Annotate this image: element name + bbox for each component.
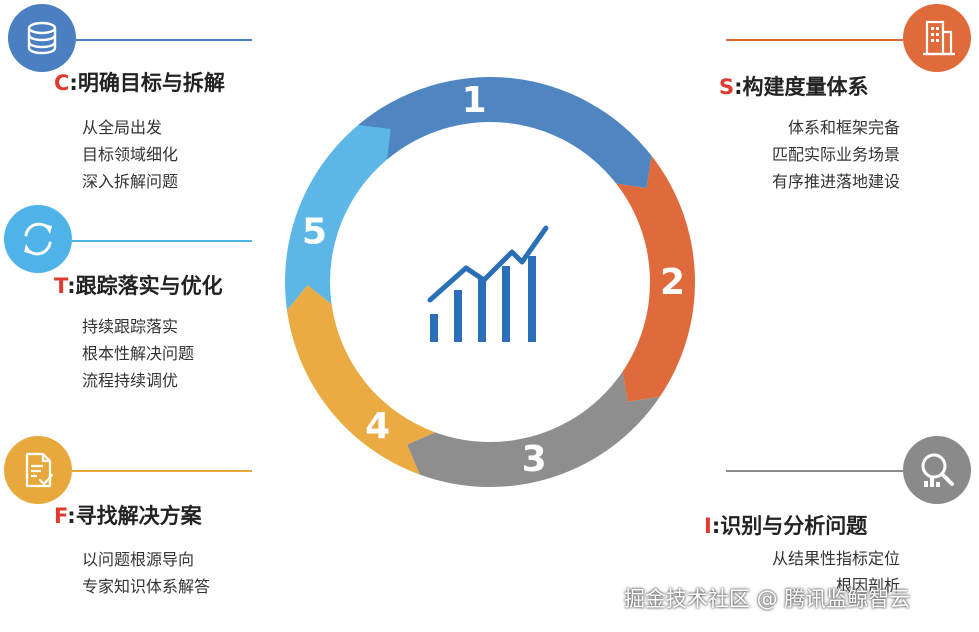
- step-f-item: 以问题根源导向: [82, 550, 195, 569]
- step-i-separator: :: [711, 514, 721, 538]
- step-f-title: F:寻找解决方案: [54, 500, 202, 530]
- step-c-letter: C: [54, 71, 70, 95]
- watermark: 掘金技术社区 @ 腾讯监鲸智云: [624, 587, 911, 611]
- step-s-title-text: 构建度量体系: [742, 75, 869, 99]
- step-s-title: S:构建度量体系: [719, 71, 869, 101]
- step-s-letter: S: [719, 75, 735, 99]
- center-chart-bar: [502, 266, 510, 342]
- step-c-item: 深入拆解问题: [82, 172, 179, 191]
- step-c-item: 从全局出发: [82, 118, 163, 137]
- growth-chart-icon: [427, 225, 549, 342]
- step-f-item: 专家知识体系解答: [82, 577, 211, 596]
- ring-number-5: 5: [302, 212, 327, 253]
- ring-segments: [285, 77, 695, 487]
- center-chart-bar: [528, 256, 536, 342]
- step-i-letter: I: [704, 514, 712, 538]
- step-s-item: 有序推进落地建设: [771, 172, 900, 191]
- step-c-separator: :: [69, 71, 78, 95]
- step-c-title-text: 明确目标与拆解: [77, 71, 225, 95]
- center-chart-bar: [430, 314, 438, 342]
- step-i-title-text: 识别与分析问题: [720, 514, 868, 538]
- ring-segment-2: [616, 155, 695, 402]
- step-i-list: 从结果性指标定位 根因剖析: [772, 545, 900, 599]
- center-chart-bar: [478, 278, 486, 342]
- step-c-item: 目标领域细化: [82, 145, 179, 164]
- step-t-separator: :: [67, 274, 76, 298]
- step-t-icon-circle: [4, 205, 72, 273]
- step-c-title: C:明确目标与拆解: [54, 67, 225, 97]
- step-t-letter: T: [54, 274, 68, 298]
- ring-labels: 1 2 3 4 5: [302, 80, 685, 480]
- step-i-icon-circle: [903, 436, 971, 504]
- step-f-icon-circle: [4, 436, 72, 504]
- step-f-letter: F: [54, 504, 68, 528]
- ring-number-4: 4: [365, 406, 390, 447]
- step-f-separator: :: [67, 504, 76, 528]
- document-check-icon: [25, 452, 54, 488]
- step-i-title: I:识别与分析问题: [704, 510, 867, 540]
- step-c-icon-circle: [8, 4, 76, 72]
- ring-number-1: 1: [462, 80, 487, 121]
- step-f-title-text: 寻找解决方案: [75, 504, 202, 528]
- step-i-divider: [726, 470, 903, 472]
- step-c-divider: [76, 39, 252, 41]
- step-t-item: 根本性解决问题: [82, 344, 195, 363]
- step-f-list: 以问题根源导向 专家知识体系解答: [82, 546, 210, 600]
- step-s-icon-circle: [903, 4, 971, 72]
- step-s-list: 体系和框架完备 匹配实际业务场景 有序推进落地建设: [772, 114, 900, 195]
- refresh-icon: [24, 222, 52, 256]
- step-f-divider: [72, 470, 252, 472]
- magnifier-chart-icon: [921, 453, 954, 487]
- step-s-divider: [726, 39, 903, 41]
- step-t-divider: [72, 240, 252, 242]
- step-c-list: 从全局出发 目标领域细化 深入拆解问题: [82, 114, 178, 195]
- step-s-separator: :: [734, 75, 743, 99]
- step-i-item: 根因剖析: [835, 576, 900, 595]
- step-t-title-text: 跟踪落实与优化: [75, 274, 223, 298]
- step-s-item: 体系和框架完备: [787, 118, 900, 137]
- step-t-item: 流程持续调优: [82, 371, 179, 390]
- ring-number-3: 3: [522, 439, 547, 480]
- ring-number-2: 2: [660, 262, 685, 303]
- database-icon: [27, 21, 57, 55]
- step-s-item: 匹配实际业务场景: [771, 145, 900, 164]
- ring-segment-5: [285, 104, 419, 311]
- step-t-title: T:跟踪落实与优化: [54, 270, 223, 300]
- step-t-list: 持续跟踪落实 根本性解决问题 流程持续调优: [82, 313, 194, 394]
- step-t-item: 持续跟踪落实: [82, 317, 179, 336]
- building-icon: [923, 20, 955, 56]
- ring-segment-1: [358, 77, 652, 189]
- ring-segment-3: [407, 371, 660, 487]
- ring-segment-4: [286, 285, 436, 475]
- step-i-item: 从结果性指标定位: [771, 549, 900, 568]
- center-chart-bar: [454, 290, 462, 342]
